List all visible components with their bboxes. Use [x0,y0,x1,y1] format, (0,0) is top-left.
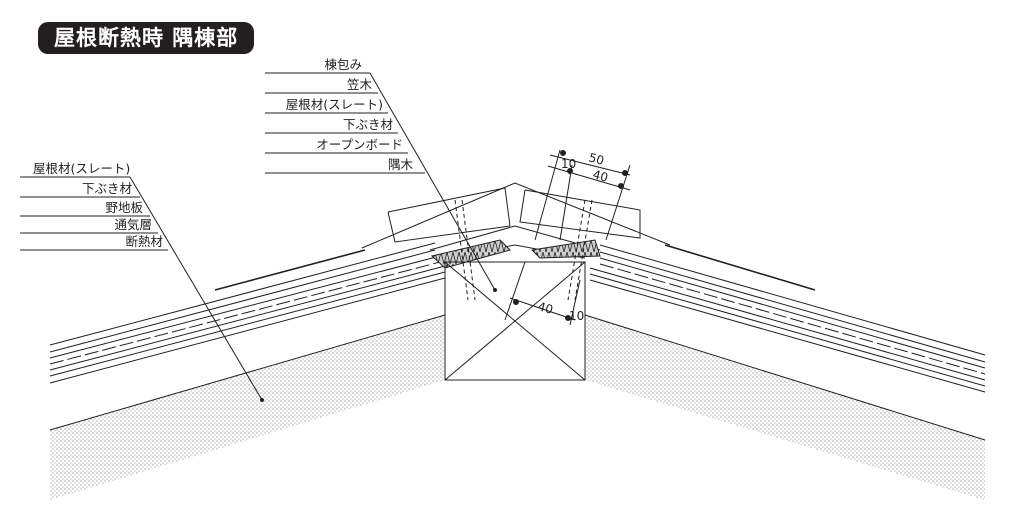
label-hip-rafter: 隅木 [388,157,414,172]
leader-lines-left [20,176,264,402]
label-left-insulation: 断熱材 [125,234,163,249]
label-underlay: 下ぶき材 [343,117,393,132]
ridge-cap [361,182,671,259]
dimension-top [534,149,631,241]
diagram-title: 屋根断熱時 隅棟部 [38,22,255,54]
open-board-right [530,239,601,259]
dim-10-bottom: 10 [569,309,584,323]
hip-rafter [444,261,586,381]
label-left-sheathing: 野地板 [105,200,143,215]
label-open-board: オープンボード [316,137,403,152]
dimension-bottom [504,261,581,326]
roof-layers-left [49,242,446,384]
dim-40-bottom: 40 [536,299,554,316]
insulation-left [50,315,445,500]
open-board-left [430,239,511,269]
label-kasagi: 笠木 [347,77,373,92]
insulation-right [585,315,985,500]
label-left-ventilation-layer: 通気層 [114,217,152,232]
dim-10-top: 10 [561,157,576,171]
dim-50: 50 [587,150,605,167]
label-left-roofing-slate: 屋根材(スレート) [33,161,130,176]
label-roofing-slate: 屋根材(スレート) [286,97,383,112]
dim-40-top: 40 [591,167,609,184]
label-ridge-cover: 棟包み [324,57,362,72]
label-left-underlay: 下ぶき材 [82,181,132,196]
leader-lines-top [265,72,497,292]
roof-layers-right [589,244,986,393]
